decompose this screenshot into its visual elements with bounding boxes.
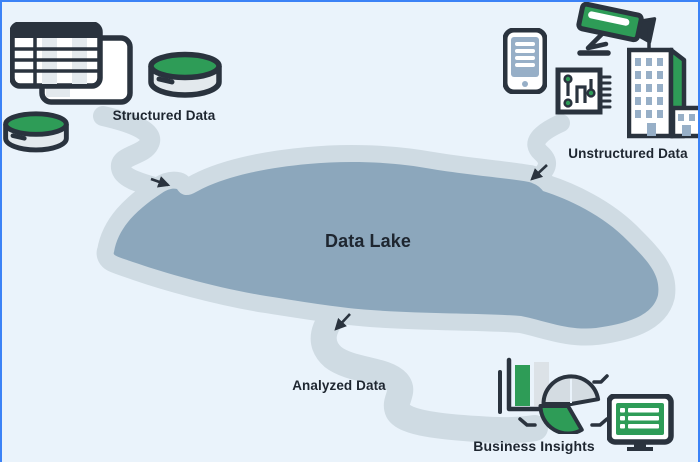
- database-icon: [3, 111, 69, 153]
- unstructured-data-label: Unstructured Data: [568, 146, 688, 161]
- data-lake-label: Data Lake: [325, 231, 411, 251]
- arrow-analyzed-icon: [334, 313, 351, 331]
- analyzed-data-label: Analyzed Data: [292, 378, 386, 393]
- monitor-report-icon: [607, 394, 674, 451]
- arrow-structured-icon: [150, 176, 171, 188]
- circuit-chip-icon: [555, 67, 612, 115]
- office-building-icon: [627, 28, 698, 139]
- smartphone-icon: [503, 28, 547, 94]
- business-insights-label: Business Insights: [473, 438, 595, 454]
- structured-data-label: Structured Data: [112, 108, 216, 123]
- stream-structured-inflow: [93, 106, 178, 201]
- stream-analyzed-outflow: [310, 296, 548, 444]
- spreadsheet-table-icon: [10, 22, 133, 105]
- pie-chart-icon: [518, 374, 609, 434]
- database-icon: [148, 51, 222, 98]
- arrow-unstructured-icon: [530, 164, 548, 181]
- lake-shape: [113, 161, 659, 329]
